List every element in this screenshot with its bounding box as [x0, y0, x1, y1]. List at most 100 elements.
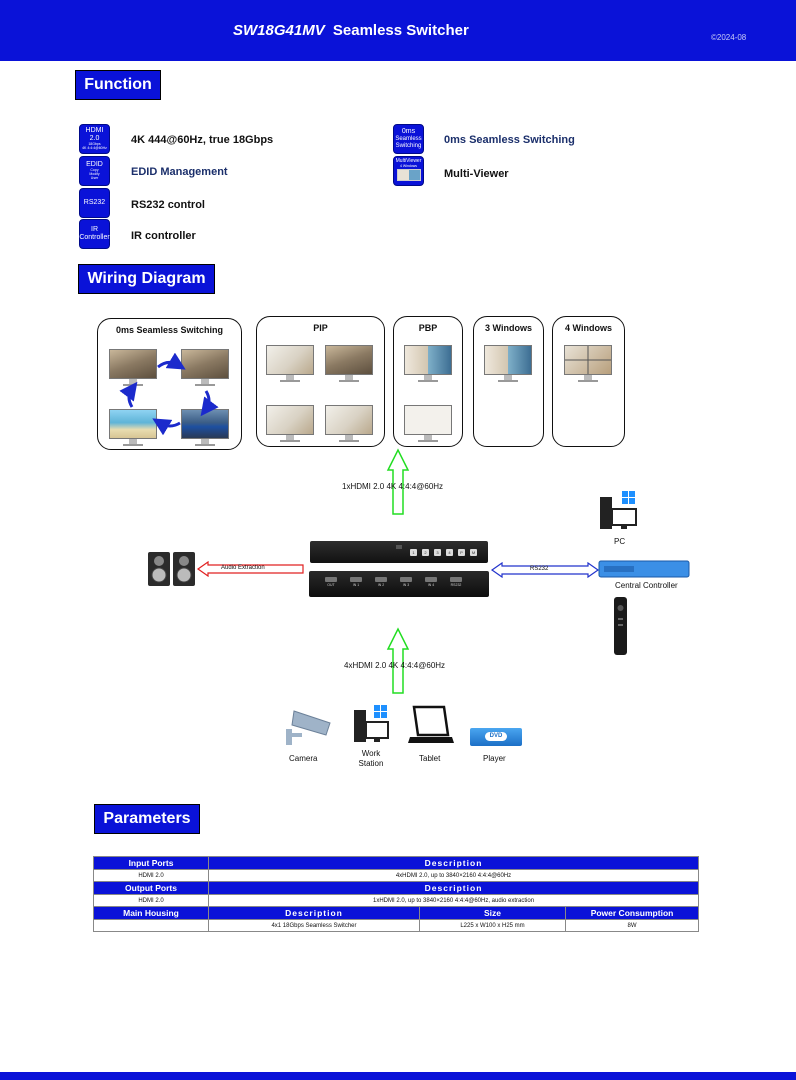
housing-size-cell: L225 x W100 x H25 mm — [419, 919, 566, 932]
monitor — [325, 405, 373, 443]
pc-label: PC — [614, 537, 626, 546]
seamless-switching-box: 0ms Seamless Switching — [97, 318, 242, 450]
switcher-button: 4 — [446, 549, 453, 556]
rs232-arrow — [490, 562, 600, 578]
input-label: 4xHDMI 2.0 4K 4:4:4@60Hz — [344, 661, 446, 670]
monitor — [266, 345, 314, 383]
switcher-button: M — [470, 549, 477, 556]
switcher-port: IN 1 — [348, 577, 364, 587]
power-header: Power Consumption — [564, 906, 700, 920]
feature-seamless-text: 0ms Seamless Switching — [444, 134, 575, 146]
monitor — [109, 409, 157, 447]
output-label: 1xHDMI 2.0 4K 4:4:4@60Hz — [342, 482, 444, 491]
monitor — [266, 405, 314, 443]
header-bar — [0, 0, 796, 61]
pc-icon — [600, 491, 637, 529]
input-desc-cell: 4xHDMI 2.0, up to 3840×2160 4:4:4@60Hz — [207, 869, 700, 882]
function-heading: Function — [75, 70, 161, 100]
hdmi-icon: HDMI 2.0 18Gbps 4K 4:4:4@60Hz — [79, 124, 110, 154]
switcher-rear-panel: OUT IN 1 IN 2 IN 3 IN 4 RS232 — [309, 571, 489, 597]
switcher-port: IN 3 — [398, 577, 414, 587]
copyright: ©2024-08 — [711, 33, 747, 42]
output-ports-header: Output Ports — [93, 881, 209, 895]
output-arrow — [386, 448, 410, 515]
monitor — [325, 345, 373, 383]
seamless-switching-icon: 0ms Seamless Switching — [393, 124, 424, 154]
input-arrow — [386, 627, 410, 694]
multiviewer-icon: MultiViewer 4 Windows — [393, 156, 424, 186]
table-row: Input Ports Description — [93, 856, 700, 870]
camera-label: Camera — [289, 754, 318, 763]
tablet-label: Tablet — [419, 754, 441, 763]
dvd-player-icon: DVD — [470, 728, 522, 746]
model-number: SW18G41MV — [233, 22, 325, 39]
pip-label: PIP — [313, 323, 328, 333]
camera-icon — [286, 710, 331, 745]
feature-ir-text: IR controller — [131, 230, 196, 242]
dvd-badge: DVD — [485, 732, 507, 741]
rs232-label: RS232 — [530, 566, 549, 572]
edid-icon: EDID Copy Modify User — [79, 156, 110, 186]
tablet-icon — [408, 705, 454, 743]
input-ports-header: Input Ports — [93, 856, 209, 870]
description-header: Description — [207, 856, 700, 870]
table-row: Main Housing Description Size Power Cons… — [93, 906, 700, 920]
workstation-icon — [354, 705, 389, 742]
switcher-port: RS232 — [448, 577, 464, 587]
pbp-box: PBP — [393, 316, 463, 447]
switcher-button: P — [458, 549, 465, 556]
ir-controller-icon: IR Controller — [79, 219, 110, 249]
switcher-button: 2 — [422, 549, 429, 556]
output-port-cell: HDMI 2.0 — [93, 894, 209, 907]
housing-empty-cell — [93, 919, 209, 932]
table-row: 4x1 18Gbps Seamless Switcher L225 x W100… — [93, 919, 700, 932]
monitor — [109, 349, 157, 387]
feature-multiviewer-text: Multi-Viewer — [444, 168, 509, 180]
switcher-port: OUT — [323, 577, 339, 587]
description-header: Description — [207, 881, 700, 895]
switcher-button: 1 — [410, 549, 417, 556]
pip-box: PIP — [256, 316, 385, 447]
switcher-port: IN 4 — [423, 577, 439, 587]
feature-hdmi-text: 4K 444@60Hz, true 18Gbps — [131, 134, 274, 146]
input-port-cell: HDMI 2.0 — [93, 869, 209, 882]
four-windows-box: 4 Windows — [552, 316, 625, 447]
controller-label: Central Controller — [615, 581, 678, 590]
description-header: Description — [208, 906, 420, 920]
feature-edid-text: EDID Management — [131, 166, 228, 178]
monitor — [564, 345, 612, 383]
speakers-icon — [148, 552, 195, 586]
table-row: HDMI 2.0 1xHDMI 2.0, up to 3840×2160 4:4… — [93, 894, 700, 907]
monitor — [484, 345, 532, 383]
switcher-button: 3 — [434, 549, 441, 556]
central-controller-icon — [598, 560, 690, 578]
player-label: Player — [483, 754, 506, 763]
three-windows-box: 3 Windows — [473, 316, 544, 447]
housing-power-cell: 8W — [564, 919, 700, 932]
switcher-port: IN 2 — [373, 577, 389, 587]
feature-rs232-text: RS232 control — [131, 199, 205, 211]
main-housing-header: Main Housing — [93, 906, 209, 920]
table-row: HDMI 2.0 4xHDMI 2.0, up to 3840×2160 4:4… — [93, 869, 700, 882]
footer-bar — [0, 1072, 796, 1080]
audio-label: Audio Extraction — [221, 565, 265, 571]
output-desc-cell: 1xHDMI 2.0, up to 3840×2160 4:4:4@60Hz, … — [207, 894, 700, 907]
cycle-arrows — [119, 352, 219, 436]
audio-arrow — [196, 561, 304, 577]
seamless-box-label: 0ms Seamless Switching — [115, 325, 224, 335]
table-row: Output Ports Description — [93, 881, 700, 895]
monitor — [404, 405, 452, 443]
three-windows-label: 3 Windows — [485, 323, 532, 333]
rs232-icon: RS232 — [79, 188, 110, 218]
parameters-heading: Parameters — [94, 804, 200, 834]
workstation-label: Work Station — [358, 749, 384, 769]
size-header: Size — [419, 906, 566, 920]
parameters-table: Input Ports Description HDMI 2.0 4xHDMI … — [93, 856, 700, 932]
pbp-label: PBP — [418, 323, 438, 333]
ir-remote-icon — [614, 597, 627, 655]
four-windows-label: 4 Windows — [565, 323, 612, 333]
title-suffix: Seamless Switcher — [332, 22, 469, 39]
monitor — [404, 345, 452, 383]
wiring-heading: Wiring Diagram — [78, 264, 215, 294]
